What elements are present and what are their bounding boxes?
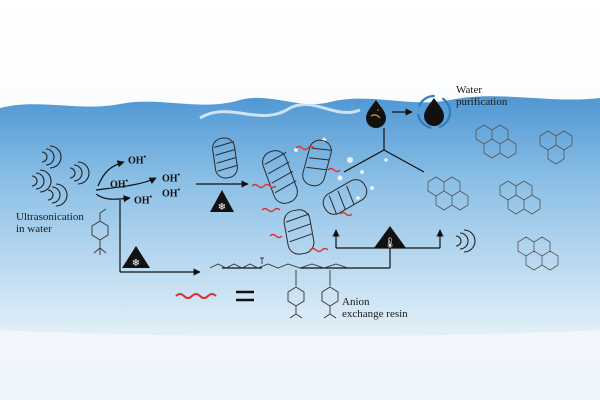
anion-line2: exchange resin: [342, 308, 408, 320]
svg-text:🌡: 🌡: [384, 237, 397, 249]
hydroxyl-radical-3: OH•: [162, 171, 180, 184]
svg-text:❄: ❄: [218, 202, 226, 213]
ultrasonication-line1: Ultrasonication: [16, 211, 84, 223]
anion-exchange-resin-label: Anion exchange resin: [342, 296, 408, 320]
svg-text:❄: ❄: [132, 258, 140, 269]
ultrasonication-label: Ultrasonication in water: [16, 211, 84, 235]
hydroxyl-radical-4: OH•: [162, 186, 180, 199]
water-body: [0, 96, 600, 336]
hydroxyl-radical-5: OH•: [134, 193, 152, 206]
hydroxyl-radical-1: OH•: [128, 153, 146, 166]
water-purification-line2: purification: [456, 96, 507, 108]
ultrasonication-line2: in water: [16, 223, 52, 235]
hydroxyl-radical-2: OH•: [110, 177, 128, 190]
anion-line1: Anion: [342, 296, 370, 308]
water-purification-line1: Water: [456, 84, 482, 96]
water-purification-label: Water purification: [456, 84, 507, 108]
